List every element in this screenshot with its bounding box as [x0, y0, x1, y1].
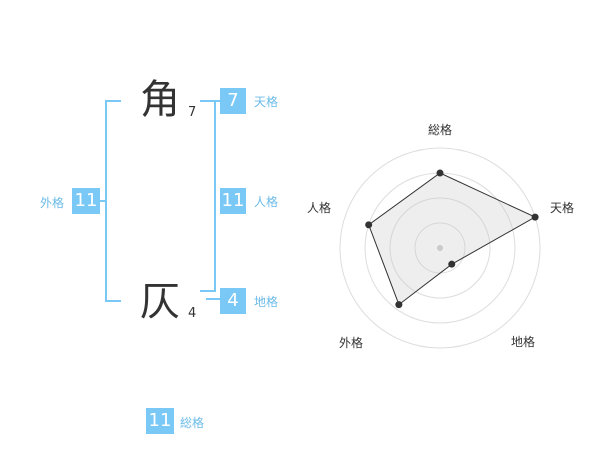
- radar-point-3: [395, 301, 403, 309]
- tenkaku-label: 天格: [254, 95, 279, 109]
- gaikaku-bracket: [105, 100, 121, 302]
- radar-center-dot: [437, 245, 443, 251]
- radar-axis-label-jinkaku: 人格: [307, 201, 332, 215]
- chikaku-connector: [206, 298, 220, 300]
- chikaku-label: 地格: [254, 295, 279, 309]
- radar-shape: [368, 172, 537, 306]
- tenkaku-badge: 7: [220, 88, 246, 114]
- jinkaku-badge: 11: [220, 188, 246, 214]
- radar-point-4: [365, 221, 373, 229]
- gaikaku-connector: [99, 200, 105, 202]
- name-char-1: 角: [140, 77, 180, 123]
- radar-axis-label-soukaku: 総格: [428, 123, 453, 137]
- radar-axis-label-gaikaku: 外格: [339, 336, 364, 350]
- gaikaku-badge: 11: [72, 188, 100, 214]
- radar-polygon: [368, 172, 537, 306]
- gaikaku-label: 外格: [40, 196, 65, 210]
- radar-point-2: [448, 260, 456, 268]
- radar-axis-label-chikaku: 地格: [511, 335, 536, 349]
- soukaku-badge: 11: [146, 408, 174, 434]
- radar-point-1: [531, 213, 539, 221]
- radar-axis-label-tenkaku: 天格: [550, 201, 575, 215]
- tenkaku-connector: [206, 100, 220, 102]
- radar-point-0: [436, 169, 444, 177]
- chikaku-badge: 4: [220, 288, 246, 314]
- name-char-2: 仄: [140, 279, 180, 325]
- radar-points: [365, 169, 539, 309]
- radar-rings: [339, 147, 541, 349]
- name-char-2-strokes: 4: [188, 306, 197, 321]
- soukaku-label: 総格: [180, 416, 205, 430]
- jinkaku-label: 人格: [254, 195, 279, 209]
- name-char-1-strokes: 7: [188, 105, 197, 120]
